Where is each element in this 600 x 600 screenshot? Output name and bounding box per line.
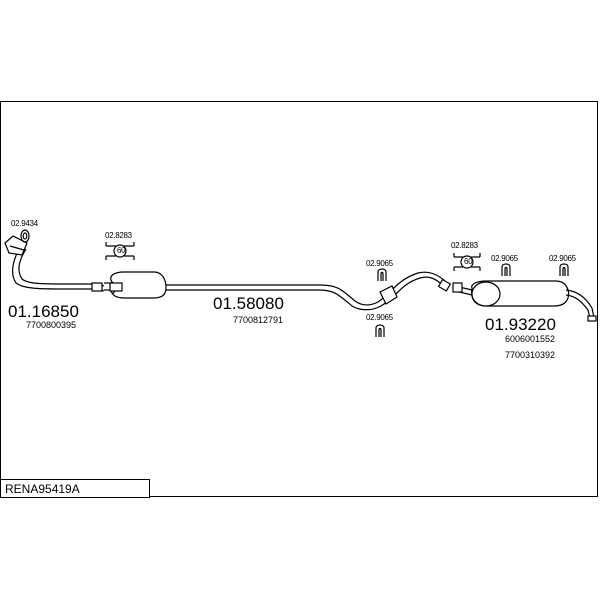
accessory-clamp-rear: 02.8283 60 xyxy=(451,241,481,271)
accessory-hanger-2: 02.9065 xyxy=(366,313,394,337)
part-label-rear-silencer: 01.93220 6006001552 7700310392 xyxy=(485,315,556,360)
oem-number: 7700812791 xyxy=(233,315,283,325)
clamp-icon xyxy=(105,242,135,260)
middle-pipe xyxy=(104,271,452,311)
front-pipe xyxy=(4,235,105,292)
accessory-hanger-1: 02.9065 xyxy=(366,259,394,281)
svg-text:60: 60 xyxy=(464,257,473,266)
rubber-hanger-icon xyxy=(375,324,385,337)
accessory-clamp-front: 02.8283 60 xyxy=(105,231,135,260)
rubber-hanger-icon xyxy=(559,263,569,276)
part-number: 01.93220 xyxy=(485,315,556,334)
svg-text:60: 60 xyxy=(117,246,126,255)
accessory-code: 02.9065 xyxy=(549,254,577,263)
clamp-ring-icon xyxy=(20,229,30,243)
part-label-middle-pipe: 01.58080 7700812791 xyxy=(213,294,284,325)
title-box: RENA95419A xyxy=(0,479,150,498)
oem-number: 7700310392 xyxy=(505,350,555,360)
accessory-code: 02.9065 xyxy=(366,259,394,268)
accessory-hanger-4: 02.9065 xyxy=(549,254,577,276)
diagram-frame xyxy=(0,101,598,497)
accessory-hanger-3: 02.9065 xyxy=(491,254,519,276)
oem-number: 6006001552 xyxy=(505,334,555,344)
clamp-icon xyxy=(453,253,481,271)
accessory-clamp-ring: 02.9434 xyxy=(11,219,39,243)
rubber-hanger-icon xyxy=(501,263,511,276)
diagram-title: RENA95419A xyxy=(5,482,80,496)
oem-number: 7700800395 xyxy=(26,320,76,330)
accessory-code: 02.9065 xyxy=(491,254,519,263)
rubber-hanger-icon xyxy=(377,268,387,281)
part-number: 01.58080 xyxy=(213,294,284,313)
accessory-code: 02.9434 xyxy=(11,219,39,228)
accessory-code: 02.8283 xyxy=(451,241,479,250)
accessory-code: 02.8283 xyxy=(105,231,133,240)
part-number: 01.16850 xyxy=(8,302,79,321)
part-label-front-pipe: 01.16850 7700800395 xyxy=(8,302,79,330)
accessory-code: 02.9065 xyxy=(366,313,394,322)
rear-silencer xyxy=(452,280,597,322)
